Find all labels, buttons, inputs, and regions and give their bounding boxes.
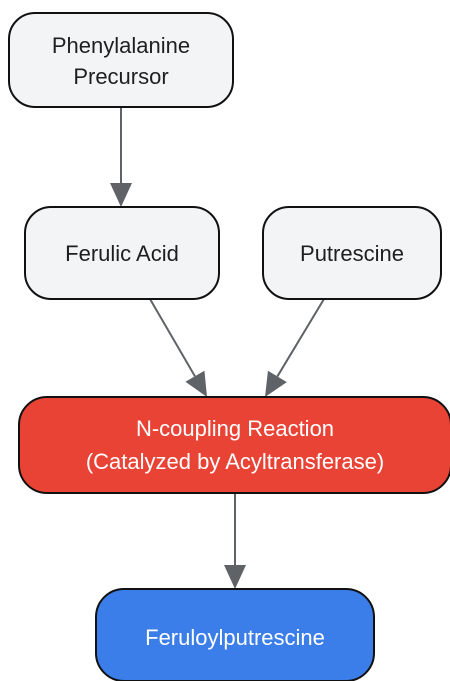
- edge-line: [276, 298, 325, 377]
- edge-phenylalanine-to-ferulic_acid: [110, 107, 132, 207]
- node-putrescine: Putrescine: [262, 206, 442, 300]
- node-label-line-2: Precursor: [73, 64, 168, 89]
- arrow-head: [185, 370, 207, 397]
- arrow-head: [265, 370, 287, 397]
- node-label-line-2: (Catalyzed by Acyltransferase): [86, 449, 384, 474]
- node-box: [18, 396, 450, 494]
- arrow-head: [224, 565, 246, 589]
- edges: [110, 107, 325, 589]
- edge-line: [149, 298, 196, 377]
- node-box: [262, 206, 442, 300]
- node-label-line-1: Phenylalanine: [52, 33, 190, 58]
- node-ferulic-acid: Ferulic Acid: [24, 206, 220, 300]
- node-phenylalanine-precursor: Phenylalanine Precursor: [8, 12, 234, 108]
- node-box: [8, 12, 234, 108]
- node-feruloylputrescine: Feruloylputrescine: [95, 588, 375, 681]
- node-label: Ferulic Acid: [65, 241, 179, 266]
- node-label-line-1: N-coupling Reaction: [136, 416, 334, 441]
- node-n-coupling-reaction: N-coupling Reaction (Catalyzed by Acyltr…: [18, 396, 450, 494]
- edge-ferulic_acid-to-n_coupling: [149, 298, 207, 397]
- edge-n_coupling-to-feruloylputrescine: [224, 493, 246, 589]
- node-box: [95, 588, 375, 681]
- node-box: [24, 206, 220, 300]
- node-label: Feruloylputrescine: [145, 625, 325, 650]
- arrow-head: [110, 183, 132, 207]
- edge-putrescine-to-n_coupling: [265, 298, 325, 397]
- node-label: Putrescine: [300, 241, 404, 266]
